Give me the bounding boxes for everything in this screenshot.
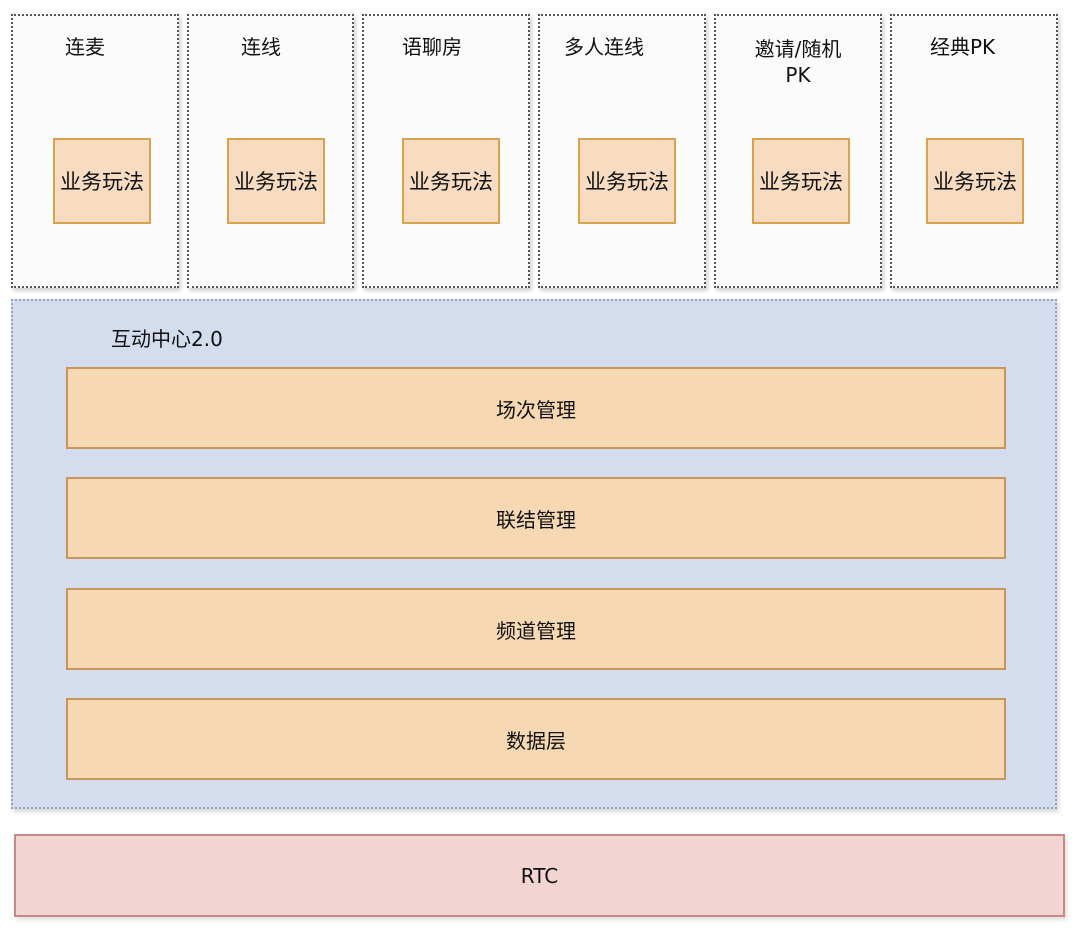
interaction-center-title: 互动中心2.0 [111, 327, 223, 351]
business-gameplay-box: 业务玩法 [752, 138, 850, 224]
business-gameplay-box: 业务玩法 [402, 138, 500, 224]
scenario-box-invite-random-pk: 邀请/随机 PK 业务玩法 [714, 14, 882, 288]
scenario-title: 连线 [241, 35, 281, 59]
scenario-box-multi-connect: 多人连线 业务玩法 [538, 14, 706, 288]
scenario-title: 语聊房 [402, 35, 462, 59]
scenario-title: 连麦 [65, 35, 105, 59]
scenario-title: 邀请/随机 PK [754, 37, 842, 87]
scenario-box-classic-pk: 经典PK 业务玩法 [890, 14, 1058, 288]
scenario-title: 多人连线 [564, 35, 644, 59]
interaction-center-panel: 互动中心2.0 场次管理 联结管理 频道管理 数据层 [11, 299, 1057, 809]
layer-session-management: 场次管理 [66, 367, 1006, 449]
layer-channel-management: 频道管理 [66, 588, 1006, 670]
scenario-title: 经典PK [930, 35, 996, 59]
business-gameplay-box: 业务玩法 [926, 138, 1024, 224]
scenario-box-voice-room: 语聊房 业务玩法 [362, 14, 530, 288]
rtc-layer: RTC [14, 834, 1065, 917]
business-gameplay-box: 业务玩法 [578, 138, 676, 224]
business-gameplay-box: 业务玩法 [53, 138, 151, 224]
scenario-box-lianmai: 连麦 业务玩法 [11, 14, 179, 288]
scenario-box-lianxian: 连线 业务玩法 [187, 14, 354, 288]
layer-data-layer: 数据层 [66, 698, 1006, 780]
business-gameplay-box: 业务玩法 [227, 138, 325, 224]
layer-connection-management: 联结管理 [66, 477, 1006, 559]
